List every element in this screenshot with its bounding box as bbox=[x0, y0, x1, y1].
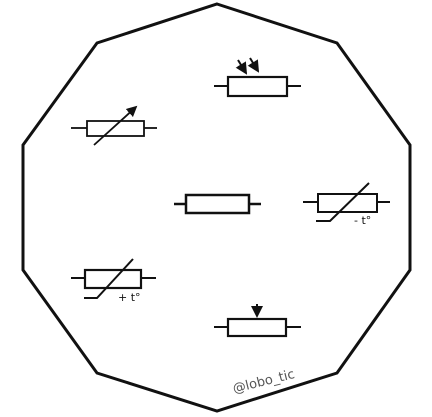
ptc-thermistor-icon: + t° bbox=[71, 258, 156, 304]
ntc-label: - t° bbox=[354, 214, 371, 227]
ldr-resistor-icon bbox=[214, 57, 301, 98]
light-arrow-icon bbox=[235, 59, 248, 75]
variable-resistor-icon bbox=[71, 105, 157, 146]
ptc-label: + t° bbox=[118, 291, 141, 304]
adjust-arrow-icon bbox=[93, 105, 138, 146]
potentiometer-icon bbox=[214, 304, 301, 338]
ntc-thermistor-icon: - t° bbox=[303, 182, 390, 227]
resistor-icon bbox=[174, 193, 261, 215]
light-arrow-icon bbox=[247, 57, 260, 73]
